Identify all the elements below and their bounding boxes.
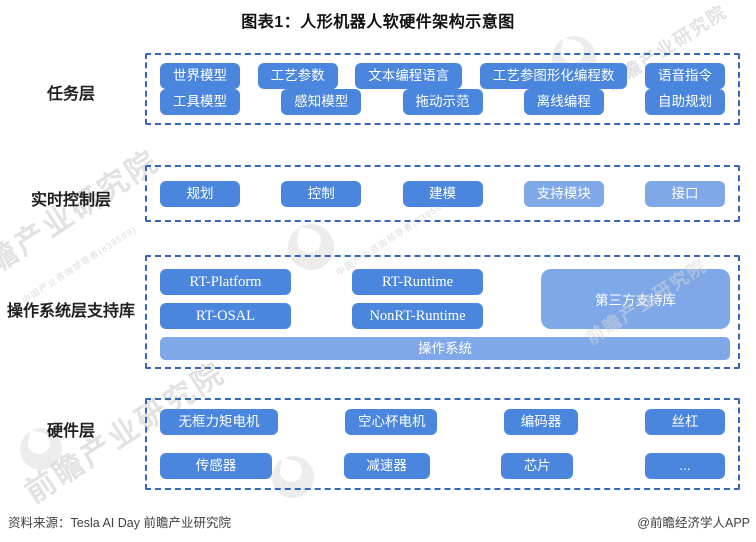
- diagram-node: ...: [644, 453, 725, 479]
- diagram-node: RT-Platform: [160, 269, 291, 295]
- source-note: 资料来源：Tesla AI Day 前瞻产业研究院: [8, 516, 231, 530]
- task-row-1: 世界模型 工艺参数 文本编程语言 工艺参图形化编程数 语音指令: [160, 63, 725, 89]
- diagram-node: 自助规划: [645, 89, 725, 115]
- diagram-node: 语音指令: [645, 63, 725, 89]
- diagram-node: 离线编程: [523, 89, 604, 115]
- realtime-row: 规划 控制 建模 支持模块 接口: [160, 180, 725, 207]
- diagram-node: 拖动示范: [402, 89, 483, 115]
- credit-handle: @前瞻经济学人APP: [637, 516, 750, 530]
- diagram-node: 规划: [160, 180, 240, 207]
- diagram-node: 文本编程语言: [355, 63, 463, 89]
- task-row-2: 工具模型 感知模型 拖动示范 离线编程 自助规划: [160, 89, 725, 115]
- diagram-node: NonRT-Runtime: [352, 303, 483, 329]
- task-layer-box: 世界模型 工艺参数 文本编程语言 工艺参图形化编程数 语音指令 工具模型 感知模…: [145, 53, 740, 125]
- layer-label-realtime: 实时控制层: [30, 192, 111, 209]
- diagram-node: 减速器: [343, 453, 430, 479]
- diagram-node: 编码器: [504, 409, 578, 435]
- watermark-subtext: 中国产业咨询领导者(839599): [334, 196, 453, 278]
- diagram-node: 建模: [402, 180, 483, 207]
- os-layer-box: RT-Platform RT-OSAL RT-Runtime NonRT-Run…: [145, 255, 740, 369]
- diagram-node: 工艺参图形化编程数: [479, 63, 628, 89]
- diagram-node: 控制: [281, 180, 362, 207]
- hardware-row-1: 无框力矩电机 空心杯电机 编码器 丝杠: [160, 409, 725, 435]
- diagram-node: 世界模型: [160, 63, 240, 89]
- diagram-node: 工艺参数: [257, 63, 338, 89]
- realtime-layer-box: 规划 控制 建模 支持模块 接口: [145, 165, 740, 222]
- diagram-node: 传感器: [160, 453, 272, 479]
- diagram-node: RT-Runtime: [352, 269, 483, 295]
- watermark-subtext: 中国产业咨询领导者(839599): [20, 224, 139, 306]
- diagram-node-os-bar: 操作系统: [160, 337, 730, 360]
- diagram-node-third-party: 第三方支持库: [541, 269, 730, 329]
- diagram-node: 接口: [645, 180, 725, 207]
- figure-title: 图表1：人形机器人软硬件架构示意图: [241, 14, 515, 31]
- diagram-node: 芯片: [501, 453, 574, 479]
- hardware-row-2: 传感器 减速器 芯片 ...: [160, 453, 725, 479]
- diagram-node: 感知模型: [281, 89, 362, 115]
- hardware-layer-box: 无框力矩电机 空心杯电机 编码器 丝杠 传感器 减速器 芯片 ...: [145, 398, 740, 490]
- diagram-node: 支持模块: [523, 180, 604, 207]
- diagram-node: 丝杠: [645, 409, 725, 435]
- layer-label-os: 操作系统层支持库: [6, 303, 135, 320]
- layer-label-hardware: 硬件层: [46, 423, 95, 440]
- layer-label-task: 任务层: [46, 86, 95, 103]
- diagram-node: RT-OSAL: [160, 303, 291, 329]
- diagram-node: 无框力矩电机: [160, 409, 278, 435]
- diagram-node: 工具模型: [160, 89, 240, 115]
- diagram-node: 空心杯电机: [345, 409, 437, 435]
